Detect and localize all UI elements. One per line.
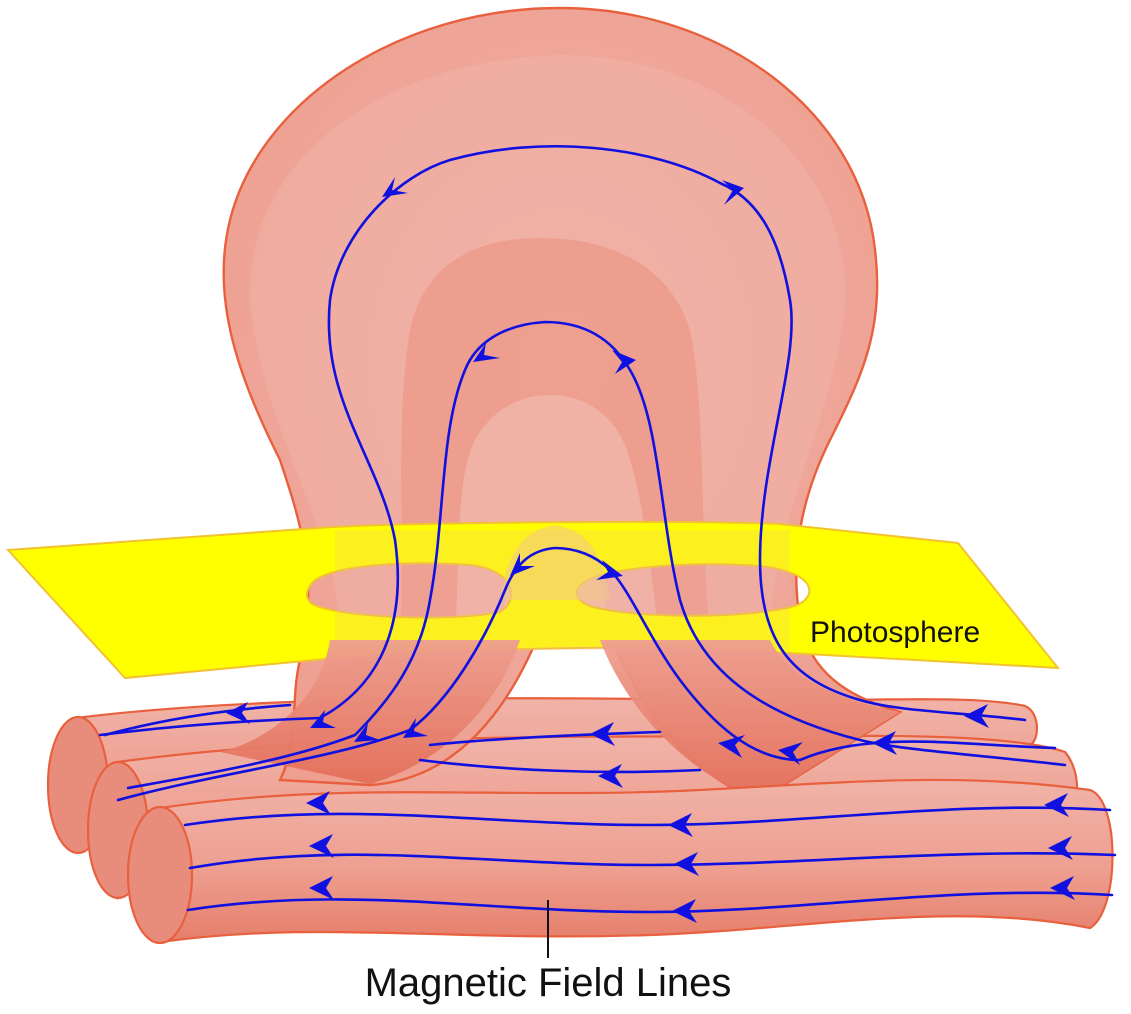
loop-legs — [220, 640, 900, 800]
flux-tube-front — [126, 778, 1114, 945]
photosphere-label: Photosphere — [810, 616, 980, 649]
arrow-icon — [872, 731, 897, 755]
right-leg — [600, 640, 900, 800]
field-arrows — [226, 177, 1075, 923]
arrow-icon — [718, 735, 745, 758]
photosphere-plane — [5, 520, 1061, 680]
arrow-icon — [674, 852, 699, 876]
field-line-back-2 — [428, 730, 662, 747]
arrow-icon — [309, 834, 334, 858]
flux-tube-front-body — [158, 778, 1114, 944]
field-line-front-2 — [188, 852, 1117, 870]
arrow-icon — [473, 343, 500, 362]
arrow-icon — [382, 177, 408, 197]
field-lines — [98, 145, 1117, 914]
arrow-icon — [598, 764, 623, 788]
arrow-icon — [590, 722, 615, 746]
flux-tube-front-end — [126, 805, 194, 945]
arrow-icon — [1050, 876, 1075, 900]
arrow-icon — [722, 180, 744, 205]
arrow-icon — [612, 350, 636, 374]
field-line-back-3 — [418, 758, 702, 774]
field-line-outer — [98, 145, 1027, 737]
arrow-icon — [403, 718, 428, 738]
arrow-icon — [226, 702, 250, 724]
field-line-front-1 — [183, 806, 1112, 827]
arrow-icon — [306, 791, 331, 815]
field-line-back-1 — [103, 703, 292, 737]
arrow-icon — [596, 560, 623, 580]
arrow-icon — [309, 876, 334, 900]
arrow-icon — [510, 553, 535, 576]
left-leg — [220, 640, 520, 784]
field-line-inner — [116, 546, 1057, 802]
field-lines-label: Magnetic Field Lines — [365, 961, 732, 1005]
field-line-middle — [126, 320, 1067, 790]
photosphere-inner-glow — [500, 525, 610, 600]
arrow-icon — [672, 899, 697, 923]
arrow-icon — [778, 742, 803, 765]
arrow-icon — [354, 723, 380, 742]
arrow-icon — [1048, 836, 1073, 860]
field-line-front-3 — [186, 891, 1114, 914]
arrow-icon — [668, 813, 693, 837]
arrow-icon — [310, 710, 336, 728]
arrow-icon — [964, 704, 989, 728]
arrow-icon — [1044, 793, 1069, 817]
